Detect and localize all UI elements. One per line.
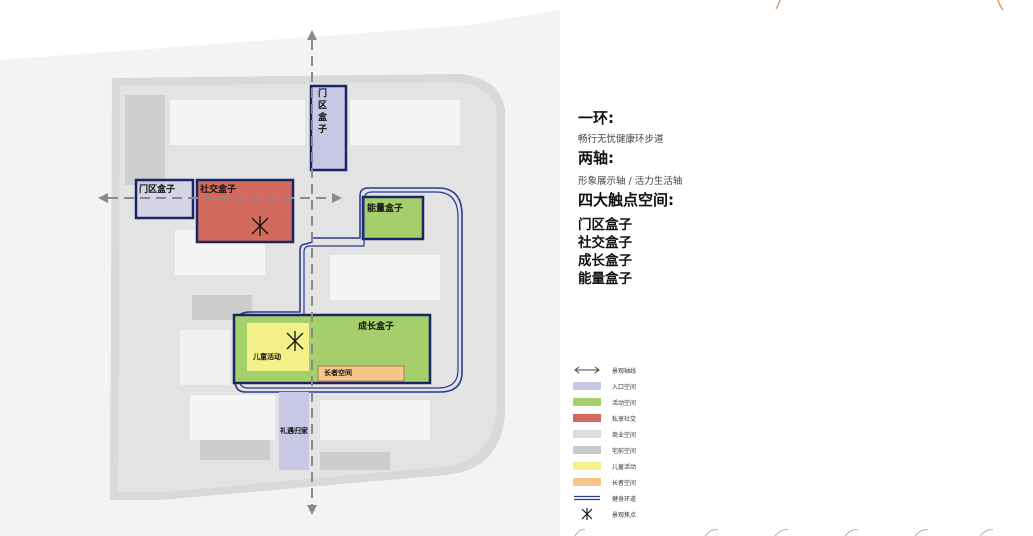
axis-arrow-right-icon [332, 193, 342, 203]
site-plan: 门 区 盒 子 门区盒子 社交盒子 能量盒子 成长盒子 儿童活动 长者空间 礼遇… [0, 0, 560, 536]
legend-label: 入口空间 [612, 383, 637, 391]
axis-desc: 形象展示轴 / 活力生活轴 [578, 176, 683, 187]
legend-row: 儿童活动 [572, 458, 732, 474]
legend-swatch [573, 462, 601, 470]
elder-space-label: 长者空间 [324, 369, 352, 377]
legend-swatch [573, 398, 601, 406]
legend-row: 入口空间 [572, 378, 732, 394]
legend-swatch [573, 414, 601, 422]
fitness-ring-outer [234, 187, 463, 393]
axis-arrow-up-icon [307, 30, 317, 40]
spaces-title: 四大触点空间: [578, 191, 674, 209]
ring-desc: 畅行无忧健康环步道 [578, 134, 664, 145]
legend: 景观轴线 入口空间 活动空间 私享社交 商业空间 宅前空间 儿童活动 长者空间 … [572, 362, 732, 522]
box-item: 成长盒子 [578, 253, 632, 269]
building [330, 255, 440, 300]
focal-asterisk-icon [286, 331, 304, 351]
courtyard [200, 440, 270, 460]
social-box [195, 178, 295, 244]
legend-label: 私享社交 [612, 415, 637, 423]
elder-area [317, 365, 405, 382]
legend-label: 长者空间 [612, 479, 637, 487]
legend-label: 商业空间 [612, 431, 637, 439]
legend-swatch [573, 430, 601, 438]
legend-label: 儿童活动 [612, 463, 637, 471]
legend-row: 景观轴线 [572, 362, 732, 378]
legend-swatch [573, 446, 601, 454]
legend-label: 景观轴线 [612, 367, 637, 375]
legend-label: 健身环道 [612, 495, 637, 503]
social-box-label: 社交盒子 [200, 185, 237, 195]
building [180, 330, 230, 385]
legend-swatch [573, 382, 601, 390]
box-item: 社交盒子 [578, 235, 632, 251]
concept-panel: 一环: 畅行无忧健康环步道 两轴: 形象展示轴 / 活力生活轴 四大触点空间: … [578, 108, 998, 288]
legend-row: 宅前空间 [572, 442, 732, 458]
building [170, 100, 305, 145]
double-line-icon [572, 493, 602, 503]
gate-box-west-label: 门区盒子 [139, 185, 176, 195]
building [350, 100, 460, 145]
gate-box-north [309, 84, 348, 172]
courtyard [320, 452, 390, 470]
entry-home-box [279, 392, 309, 470]
gate-box-north-label: 门 区 盒 子 [318, 89, 328, 135]
axis-arrow-down-icon [307, 505, 317, 515]
fitness-ring-inner [238, 191, 459, 389]
legend-row: 长者空间 [572, 474, 732, 490]
kids-area [247, 323, 309, 371]
legend-label: 景观焦点 [612, 511, 637, 519]
commercial-strip [125, 95, 165, 185]
boxes-list: 门区盒子 社交盒子 成长盒子 能量盒子 [578, 216, 998, 288]
site-plan-svg [0, 0, 560, 515]
ring-title: 一环: [578, 109, 614, 127]
energy-box-label: 能量盒子 [367, 204, 404, 214]
legend-label: 活动空间 [612, 399, 637, 407]
asterisk-icon [572, 508, 602, 520]
building [190, 395, 275, 440]
legend-row: 景观焦点 [572, 506, 732, 522]
box-item: 门区盒子 [578, 217, 632, 233]
growth-box-label: 成长盒子 [358, 322, 395, 332]
axis-title: 两轴: [578, 149, 614, 167]
legend-swatch [573, 478, 601, 486]
top-road-curve [0, 0, 560, 60]
building [320, 400, 430, 440]
box-item: 能量盒子 [578, 271, 632, 287]
legend-row: 健身环道 [572, 490, 732, 506]
kids-activity-label: 儿童活动 [253, 353, 281, 361]
legend-row: 私享社交 [572, 410, 732, 426]
legend-row: 商业空间 [572, 426, 732, 442]
axis-arrow-left-icon [98, 193, 108, 203]
double-arrow-icon [572, 365, 602, 375]
energy-box [361, 195, 425, 241]
entry-home-label: 礼遇归家 [280, 427, 308, 435]
legend-row: 活动空间 [572, 394, 732, 410]
focal-asterisk-icon [251, 216, 269, 236]
legend-label: 宅前空间 [612, 447, 637, 455]
